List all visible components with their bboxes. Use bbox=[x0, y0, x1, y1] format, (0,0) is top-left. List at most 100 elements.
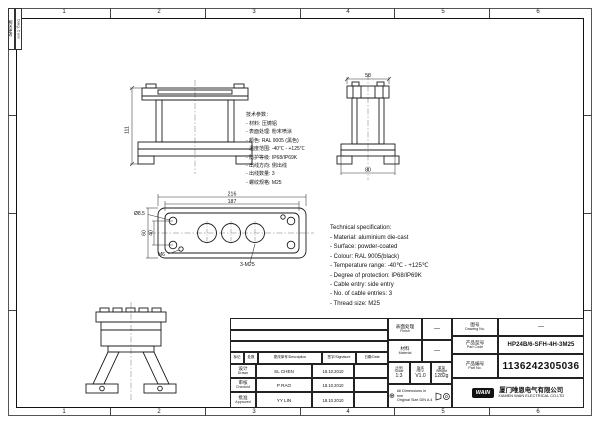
part-code-value: HP24B/6-SFH-4H-3M25 bbox=[498, 336, 584, 354]
dim-plan-inner-width: 187 bbox=[228, 199, 237, 205]
approved-name-value: YY LIN bbox=[276, 397, 292, 403]
weight-label-cn: 重量 bbox=[437, 365, 446, 370]
part-no-label-en: Part No. bbox=[468, 365, 482, 370]
drawing-no-label: 图号 Drawing No. bbox=[452, 318, 498, 336]
revision-header-description: 更改单号/Description bbox=[258, 352, 322, 364]
checked-label: 审核 Checked bbox=[230, 378, 256, 392]
projection-symbol-icon bbox=[435, 392, 450, 400]
spec-line: - 防护等级: IP68/IP69K bbox=[246, 154, 298, 161]
material-label-cn: 材料 bbox=[400, 345, 410, 351]
checked-extra bbox=[354, 378, 388, 392]
spec-line: - 颜色: RAL 9005 (黑色) bbox=[246, 137, 299, 144]
approved-extra bbox=[354, 392, 388, 408]
dim-plan-height-holes: 40 bbox=[149, 230, 155, 236]
spec-line: - Material: aluminium die-cast bbox=[330, 234, 409, 241]
dim-side-base: 80 bbox=[365, 168, 371, 174]
grid-tick bbox=[584, 310, 592, 311]
revision-header-signature-label: 签字/Signature bbox=[327, 355, 351, 360]
revision-header-mark: 标记 bbox=[230, 352, 244, 364]
finish-label: 表面处理 Finish bbox=[388, 318, 422, 340]
specs-cn-title: 技术参数： bbox=[246, 112, 272, 118]
drawn-label-cn: 设计 bbox=[238, 365, 248, 371]
part-no-label-cn: 产品编号 bbox=[465, 360, 485, 366]
approved-label-en: Approved bbox=[235, 399, 251, 404]
part-code-label: 产品型号 Part Code bbox=[452, 336, 498, 354]
dim-side-width: 58 bbox=[365, 73, 371, 79]
corner-box-en: Dwg.Com bbox=[15, 8, 22, 50]
checked-label-en: Checked bbox=[235, 384, 251, 389]
checked-name: P RAO bbox=[256, 378, 312, 392]
drawn-name-value: SL CHEN bbox=[274, 368, 294, 374]
specs-english: Technical specification: - Material: alu… bbox=[330, 224, 429, 309]
material-label: 材料 Material bbox=[388, 340, 422, 362]
grid-label: 2 bbox=[157, 409, 161, 415]
specs-chinese: 技术参数： - 材料: 压铸铝 - 表面处理: 粉末喷涂 - 颜色: RAL 9… bbox=[246, 111, 305, 187]
checked-date-value: 18.10.2010 bbox=[322, 382, 344, 388]
specs-en-title: Technical specification: bbox=[330, 225, 392, 231]
drawing-no-label-cn: 图号 bbox=[470, 321, 480, 327]
corner-box-en-label: Dwg.Com bbox=[16, 18, 21, 40]
part-code-value-text: HP24B/6-SFH-4H-3M25 bbox=[507, 342, 575, 348]
finish-value-text: — bbox=[434, 326, 440, 332]
part-no-value-text: 1136242305036 bbox=[502, 360, 580, 372]
grid-tick bbox=[8, 310, 16, 311]
grid-label: 6 bbox=[536, 409, 540, 415]
grid-tick bbox=[489, 8, 490, 18]
finish-label-en: Finish bbox=[400, 328, 410, 333]
drawing-no-value: — bbox=[498, 318, 584, 336]
revision-header-date-label: 日期/Date bbox=[364, 355, 380, 360]
scale-cell: 比例 Scale 1:3 bbox=[388, 362, 410, 384]
grid-tick bbox=[300, 8, 301, 18]
note-line-1: All Dimensions in mm bbox=[396, 389, 426, 398]
drawn-extra bbox=[354, 364, 388, 378]
company-name-cn: 厦门唯恩电气有限公司 bbox=[499, 386, 564, 394]
spec-line: - 温度范围: -40℃ - +125℃ bbox=[246, 146, 305, 153]
spec-line: - No. of cable entries: 3 bbox=[330, 291, 393, 298]
grid-tick bbox=[584, 115, 592, 116]
grid-tick bbox=[205, 408, 206, 416]
grid-label: 4 bbox=[346, 409, 350, 415]
spec-line: - Colour: RAL 9005(black) bbox=[330, 253, 400, 260]
drawn-name: SL CHEN bbox=[256, 364, 312, 378]
grid-tick bbox=[8, 213, 16, 214]
weight-cell: 重量 Weight 1282g bbox=[431, 362, 452, 384]
front-view: 111 bbox=[125, 80, 253, 174]
grid-tick bbox=[394, 408, 395, 416]
grid-label: 4 bbox=[346, 9, 350, 15]
scale-label-cn: 比例 bbox=[395, 365, 403, 370]
grid-label: 3 bbox=[252, 409, 256, 415]
datum-symbol-icon: ⊕ bbox=[389, 393, 395, 400]
material-label-en: Material bbox=[398, 350, 412, 355]
part-code-label-en: Part Code bbox=[466, 344, 484, 349]
grid-label: 1 bbox=[62, 409, 66, 415]
spec-line: - 表面处理: 粉末喷涂 bbox=[246, 129, 292, 136]
dim-plan-width: 216 bbox=[228, 192, 237, 198]
grid-label: 3 bbox=[252, 9, 256, 15]
revision-header-date: 日期/Date bbox=[356, 352, 388, 364]
grid-tick bbox=[110, 408, 111, 416]
drawing-no-label-en: Drawing No. bbox=[465, 326, 485, 331]
spec-line: - 材料: 压铸铝 bbox=[246, 120, 277, 127]
spec-line: - Temperature range: -40℃ - +125℃ bbox=[330, 263, 429, 270]
finish-value: — bbox=[422, 318, 452, 340]
material-value-text: — bbox=[434, 348, 440, 354]
drawn-date: 18.10.2010 bbox=[312, 364, 354, 378]
grid-label: 2 bbox=[157, 9, 161, 15]
corner-box-cn-label: 相关更改 bbox=[9, 20, 13, 38]
material-value: — bbox=[422, 340, 452, 362]
dim-front-height: 111 bbox=[125, 126, 131, 134]
revision-header-signature: 签字/Signature bbox=[322, 352, 356, 364]
rev-cell: 版本 REV. V1.0 bbox=[410, 362, 431, 384]
wain-logo: WAIN bbox=[471, 388, 495, 398]
spec-line: - Thread size: M25 bbox=[330, 300, 380, 307]
note-cell: ⊕ All Dimensions in mm Original Size DIN… bbox=[388, 384, 452, 408]
revision-row bbox=[230, 318, 388, 330]
drawn-date-value: 18.10.2010 bbox=[322, 368, 344, 374]
grid-label: 6 bbox=[536, 9, 540, 15]
revision-header-qty-label: 处数 bbox=[247, 355, 255, 360]
part-no-label: 产品编号 Part No. bbox=[452, 354, 498, 378]
weight-label-en: Weight bbox=[435, 369, 448, 374]
approved-label: 批准 Approved bbox=[230, 392, 256, 408]
